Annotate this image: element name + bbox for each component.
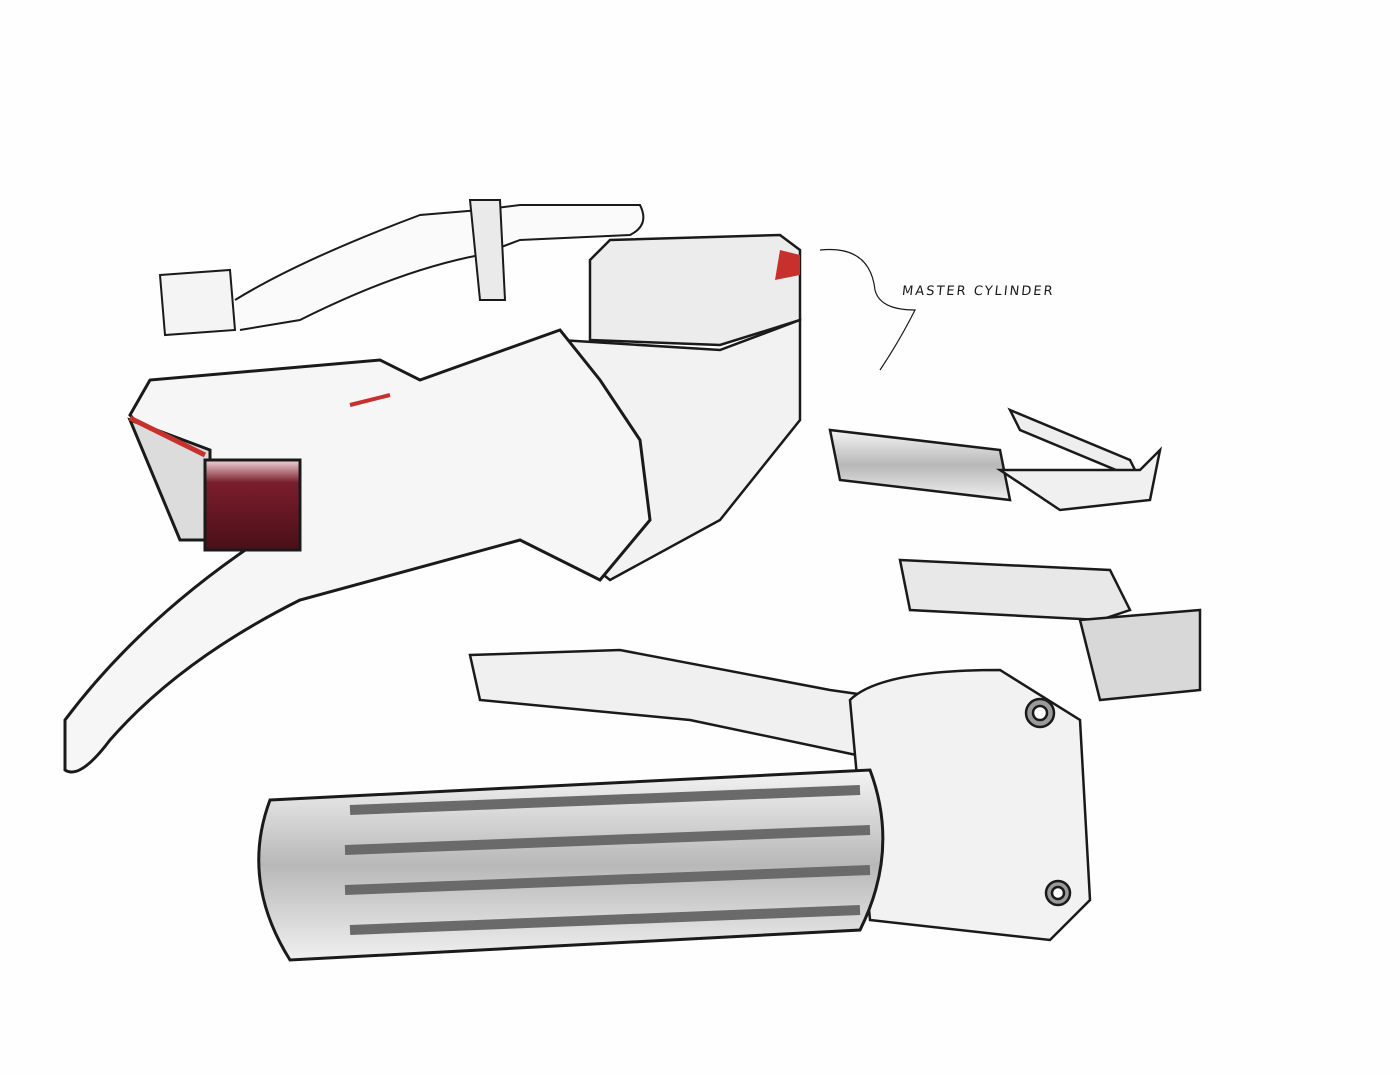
main-lever-sketch xyxy=(63,328,652,774)
rear-grip-sketch xyxy=(828,407,1163,512)
upper-lever-sketch xyxy=(158,199,645,337)
lower-control-sketch xyxy=(468,558,1202,942)
ribbed-grip-sketch xyxy=(257,768,885,962)
annotation-leader-line xyxy=(819,248,916,371)
master-cylinder-label: MASTER CYLINDER xyxy=(901,284,1056,299)
